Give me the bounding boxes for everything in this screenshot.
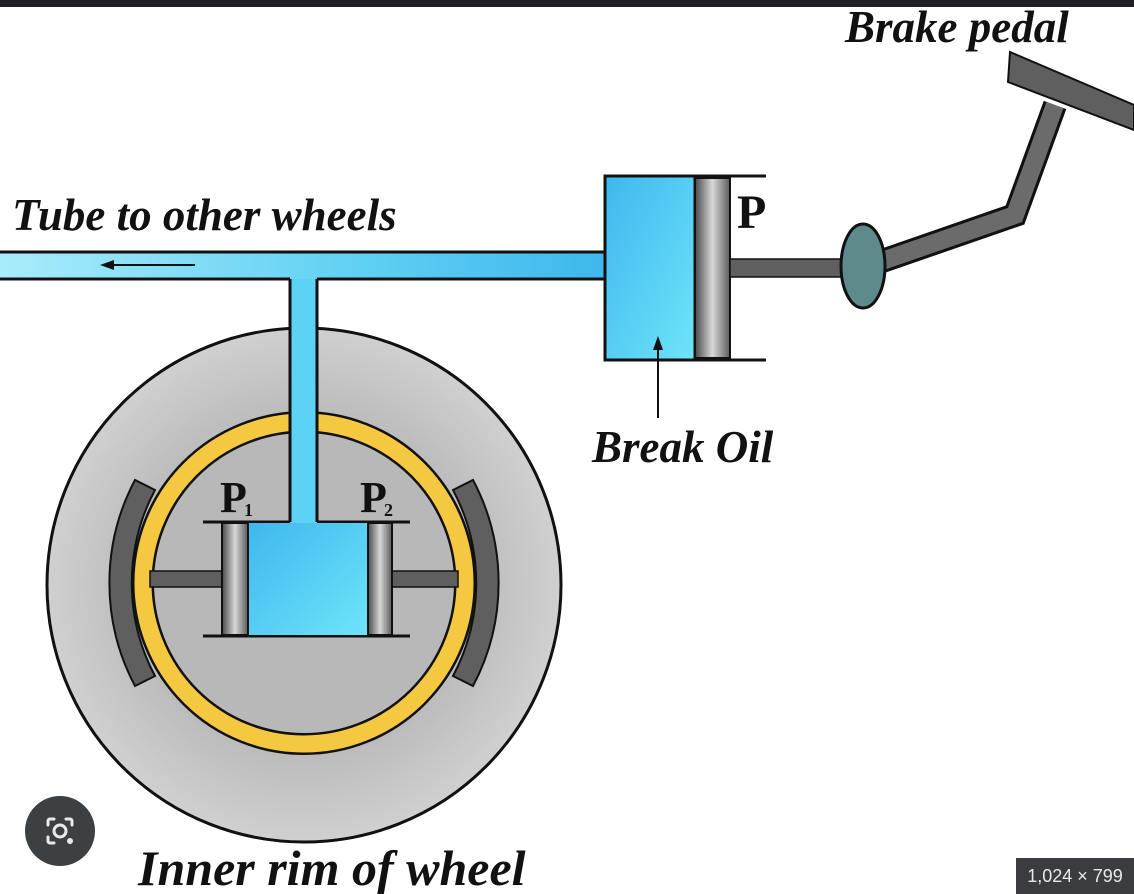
brake-pedal-plate bbox=[1006, 50, 1134, 132]
label-brake-pedal: Brake pedal bbox=[844, 2, 1069, 52]
label-piston-p: P bbox=[737, 186, 766, 239]
lens-search-button[interactable] bbox=[25, 796, 95, 866]
label-break-oil: Break Oil bbox=[591, 422, 774, 472]
brake-shoe-left bbox=[108, 478, 157, 688]
label-inner-rim: Inner rim of wheel bbox=[137, 840, 526, 894]
rod-right bbox=[389, 570, 459, 588]
lens-search-icon bbox=[46, 817, 74, 845]
top-bar bbox=[0, 0, 1134, 7]
label-piston-p1-sub: 1 bbox=[244, 500, 253, 520]
piston-p1 bbox=[221, 522, 249, 636]
master-piston bbox=[694, 177, 731, 359]
label-tube: Tube to other wheels bbox=[12, 190, 397, 240]
label-piston-p2-sub: 2 bbox=[384, 500, 393, 520]
pedal-push-rod bbox=[729, 258, 849, 278]
image-dimensions-badge: 1,024 × 799 bbox=[1016, 858, 1134, 894]
brake-shoe-right bbox=[451, 478, 500, 688]
master-cylinder-oil bbox=[603, 174, 697, 362]
rod-left bbox=[149, 570, 223, 588]
wheel-cylinder-oil bbox=[248, 523, 368, 635]
label-piston-p2: P bbox=[360, 473, 387, 522]
pedal-pivot-knob bbox=[839, 222, 887, 310]
tube-to-other-wheels bbox=[0, 252, 606, 279]
label-piston-p1: P bbox=[220, 473, 247, 522]
feed-tube bbox=[290, 265, 317, 527]
piston-p2 bbox=[367, 522, 393, 636]
